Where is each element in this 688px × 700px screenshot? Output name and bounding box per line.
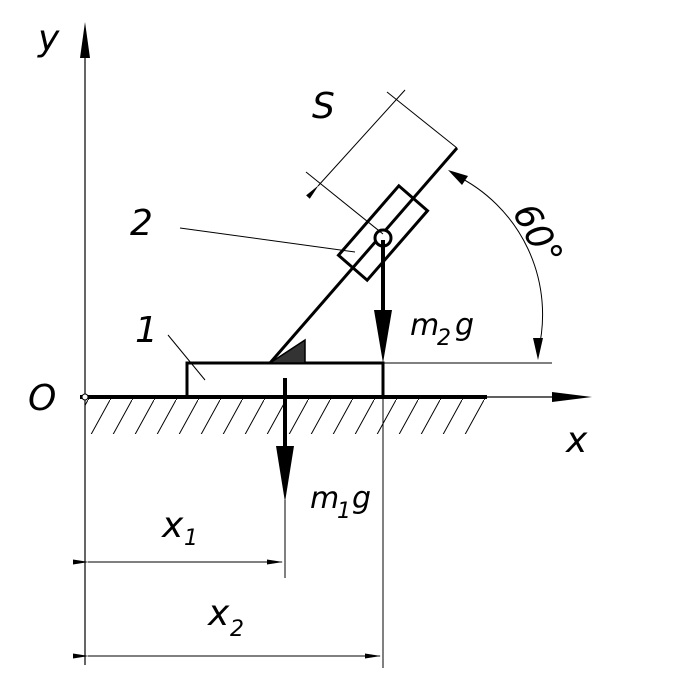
svg-text:1: 1	[337, 499, 351, 524]
s-label: S	[312, 86, 335, 127]
svg-text:x: x	[161, 505, 184, 546]
angle-dimension	[383, 170, 552, 364]
leader-1	[167, 334, 206, 381]
svg-text:x: x	[207, 593, 230, 634]
y-axis	[80, 22, 90, 665]
x2-label: x 2	[207, 593, 244, 642]
svg-text:2: 2	[230, 617, 244, 642]
svg-text:2: 2	[437, 326, 451, 351]
svg-text:g: g	[455, 308, 474, 343]
force-m1g-label: m 1 g	[310, 481, 371, 524]
svg-text:g: g	[352, 481, 371, 516]
svg-text:m: m	[310, 481, 339, 516]
dimension-s	[305, 89, 458, 235]
force-m1g-arrow	[276, 378, 294, 502]
svg-text:1: 1	[184, 526, 198, 551]
x1-label: x 1	[161, 505, 198, 551]
force-m2g-arrow	[374, 240, 392, 363]
body-2-slider	[336, 183, 430, 283]
body-1-label: 1	[135, 310, 158, 351]
weld-triangle	[267, 338, 306, 364]
leader-2	[179, 227, 356, 253]
force-m2g-label: m 2 g	[410, 308, 474, 351]
svg-text:m: m	[410, 308, 439, 343]
angle-label: 60°	[504, 197, 570, 273]
body-2-label: 2	[130, 203, 153, 244]
y-axis-label: y	[37, 18, 60, 59]
origin-label: O	[28, 378, 56, 419]
x-axis-label: x	[565, 420, 588, 461]
inclined-rod	[268, 147, 459, 364]
